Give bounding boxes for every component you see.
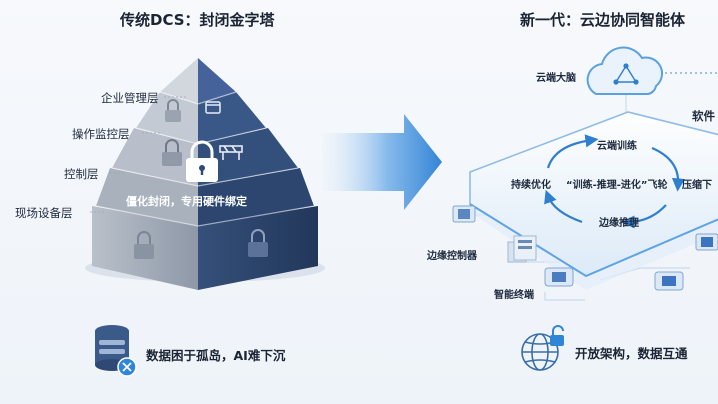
layer-label-monitor: 操作监控层 — [72, 127, 130, 141]
edge-controller-device — [507, 235, 537, 263]
unlock-icon — [550, 325, 564, 346]
edge-platform — [469, 111, 718, 290]
right-title: 新一代：云边协同智能体 — [520, 11, 686, 29]
database-icon — [95, 325, 137, 377]
left-title: 传统DCS：封闭金字塔 — [120, 11, 275, 29]
flywheel-cycle — [544, 134, 686, 229]
software-label: 软件 — [692, 109, 715, 123]
chip-icon — [544, 267, 574, 287]
left-bottom-caption: 数据困于孤岛，AI难下沉 — [146, 348, 286, 363]
layer-label-enterprise: 企业管理层 — [101, 91, 159, 105]
pyramid-apex — [160, 58, 236, 104]
padlock-icon — [186, 140, 218, 182]
chip-icon — [654, 271, 684, 291]
cycle-right-label: 压缩下 — [682, 180, 712, 191]
cloud-icon — [586, 46, 663, 95]
layer-label-control: 控制层 — [64, 167, 99, 181]
layer-leaders — [88, 96, 186, 213]
cycle-center-label: “训练-推理-进化”飞轮 — [566, 180, 668, 191]
cycle-top-label: 云端训练 — [597, 141, 637, 152]
cycle-bottom-label: 边缘推理 — [599, 218, 639, 229]
layer-label-field: 现场设备层 — [15, 206, 73, 220]
cycle-left-label: 持续优化 — [511, 180, 551, 191]
barrier-icon — [219, 145, 243, 160]
lock-icon — [248, 229, 268, 257]
lock-icon — [134, 231, 154, 259]
cloud-label: 云端大脑 — [536, 73, 576, 84]
lock-icon — [162, 139, 182, 166]
window-icon — [205, 101, 221, 114]
lock-caption: 僵化封闭，专用硬件绑定 — [126, 195, 247, 208]
pyramid-tier-control — [96, 168, 314, 226]
chip-icon — [452, 205, 476, 223]
chip-icon — [695, 233, 718, 251]
lock-icon — [165, 99, 181, 122]
edge-controller-label: 边缘控制器 — [427, 251, 477, 262]
smart-terminal-label: 智能终端 — [494, 290, 534, 301]
transition-arrow — [322, 114, 442, 210]
right-bottom-caption: 开放架构，数据互通 — [575, 346, 688, 361]
